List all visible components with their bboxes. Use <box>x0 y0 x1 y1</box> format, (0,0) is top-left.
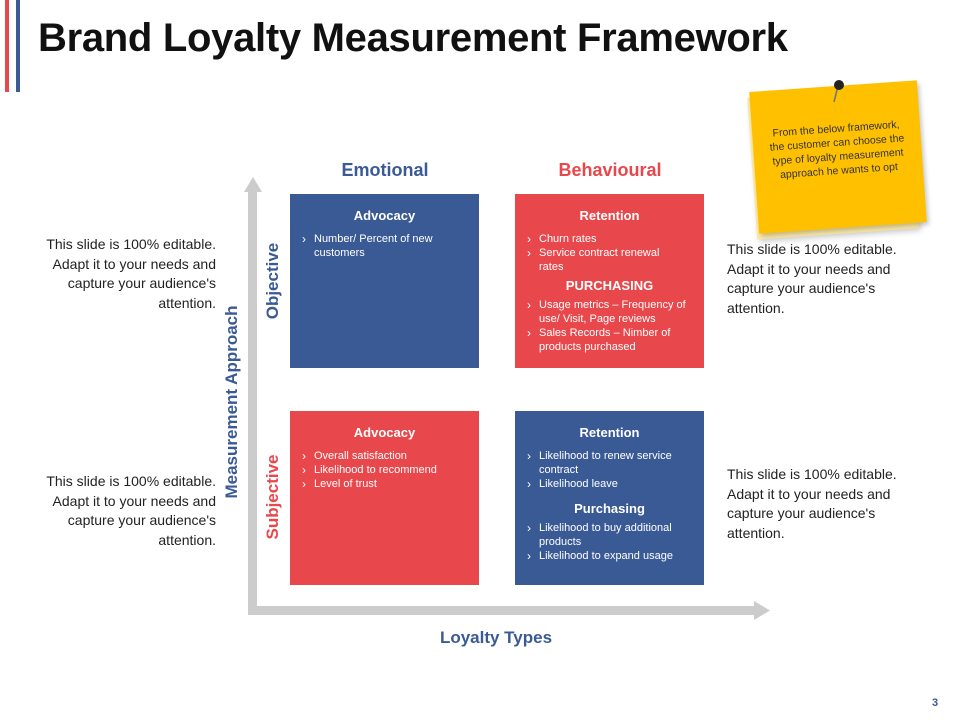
accent-bar-red <box>5 0 9 92</box>
column-label-emotional: Emotional <box>341 160 429 180</box>
list-item: Likelihood leave <box>525 477 694 491</box>
quadrant-sublist: Likelihood to buy additional products Li… <box>525 521 694 563</box>
quadrant-sublist: Usage metrics – Frequency of use/ Visit,… <box>525 298 694 354</box>
row-label-subjective: Subjective <box>263 454 282 540</box>
list-item: Service contract renewal rates <box>525 246 694 274</box>
row-label-objective: Objective <box>263 242 282 320</box>
list-item: Churn rates <box>525 232 694 246</box>
list-item: Sales Records – Nimber of products purch… <box>525 326 694 354</box>
quadrant-subtitle: PURCHASING <box>565 278 654 293</box>
quadrant-list: Overall satisfaction Likelihood to recom… <box>300 449 469 491</box>
quadrant-subtitle: Purchasing <box>574 501 645 516</box>
quadrant-title: Retention <box>579 425 640 440</box>
horizontal-axis-arrowhead <box>754 601 770 620</box>
vertical-axis-line <box>248 191 257 615</box>
axis-label-measurement-approach: Measurement Approach <box>222 305 241 499</box>
list-item: Likelihood to recommend <box>300 463 469 477</box>
sticky-note-text: From the below framework, the customer c… <box>769 118 905 182</box>
pin-icon <box>833 80 844 103</box>
quadrant-list: Likelihood to renew service contract Lik… <box>525 449 694 491</box>
list-item: Likelihood to renew service contract <box>525 449 694 477</box>
vertical-axis-arrowhead <box>244 177 262 192</box>
quadrant-objective-behavioural: Retention Churn rates Service contract r… <box>515 194 704 368</box>
side-text-left-bottom: This slide is 100% editable. Adapt it to… <box>46 473 216 548</box>
accent-bar-blue <box>16 0 20 92</box>
quadrant-subjective-emotional: Advocacy Overall satisfaction Likelihood… <box>290 411 479 585</box>
page-number: 3 <box>932 697 939 709</box>
list-item: Overall satisfaction <box>300 449 469 463</box>
list-item: Usage metrics – Frequency of use/ Visit,… <box>525 298 694 326</box>
side-text-left-top: This slide is 100% editable. Adapt it to… <box>46 236 216 311</box>
quadrant-subjective-behavioural: Retention Likelihood to renew service co… <box>515 411 704 585</box>
quadrant-title: Retention <box>579 208 640 223</box>
slide-title: Brand Loyalty Measurement Framework <box>38 16 788 60</box>
list-item: Number/ Percent of new customers <box>300 232 469 260</box>
quadrant-list: Number/ Percent of new customers <box>300 232 469 260</box>
horizontal-axis-line <box>248 606 755 615</box>
quadrant-objective-emotional: Advocacy Number/ Percent of new customer… <box>290 194 479 368</box>
list-item: Likelihood to expand usage <box>525 549 694 563</box>
quadrant-list: Churn rates Service contract renewal rat… <box>525 232 694 274</box>
column-label-behavioural: Behavioural <box>558 160 662 180</box>
quadrant-title: Advocacy <box>353 425 416 440</box>
list-item: Level of trust <box>300 477 469 491</box>
list-item: Likelihood to buy additional products <box>525 521 694 549</box>
axis-label-loyalty-types: Loyalty Types <box>439 628 553 647</box>
side-text-right-top: This slide is 100% editable. Adapt it to… <box>727 241 897 316</box>
side-text-right-bottom: This slide is 100% editable. Adapt it to… <box>727 466 897 541</box>
quadrant-title: Advocacy <box>353 208 416 223</box>
